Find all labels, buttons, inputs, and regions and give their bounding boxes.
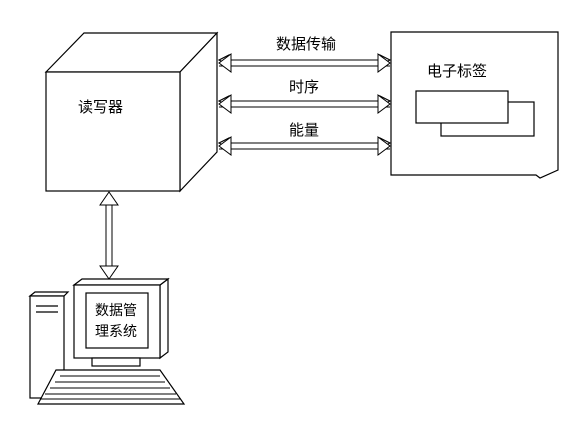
- computer-tower-top: [28, 291, 70, 297]
- monitor-screen: [85, 292, 149, 349]
- link-arrows: [219, 60, 390, 150]
- data-transfer-head-left: [218, 53, 232, 73]
- computer: [28, 277, 186, 405]
- monitor-stand: [91, 357, 141, 367]
- keyboard-keys: [40, 375, 181, 400]
- reader-computer-arrow: [99, 191, 119, 280]
- energy-head-right: [377, 136, 391, 156]
- link-label-energy: 能量: [289, 121, 319, 139]
- computer-screen-line-1: 数据管: [95, 303, 137, 319]
- data-transfer-head-right: [377, 53, 391, 73]
- tag-box: [390, 31, 559, 179]
- computer-screen-line-2: 理系统: [95, 324, 137, 340]
- arrow-heads: [218, 53, 391, 156]
- timing-head-left: [218, 94, 232, 114]
- timing-head-right: [377, 94, 391, 114]
- energy-head-left: [218, 136, 232, 156]
- monitor-top: [72, 278, 170, 286]
- reader-box: [44, 31, 219, 193]
- reader-computer-head-bottom: [99, 265, 119, 280]
- tag-label: 电子标签: [427, 62, 487, 80]
- link-label-timing: 时序: [289, 78, 319, 96]
- link-label-data-transfer: 数据传输: [276, 35, 336, 53]
- reader-front-face: [45, 71, 181, 192]
- monitor-side: [159, 277, 169, 360]
- keyboard: [37, 369, 186, 405]
- reader-computer-head-top: [99, 191, 119, 206]
- tag-card-front: [415, 90, 509, 124]
- reader-label: 读写器: [78, 98, 123, 116]
